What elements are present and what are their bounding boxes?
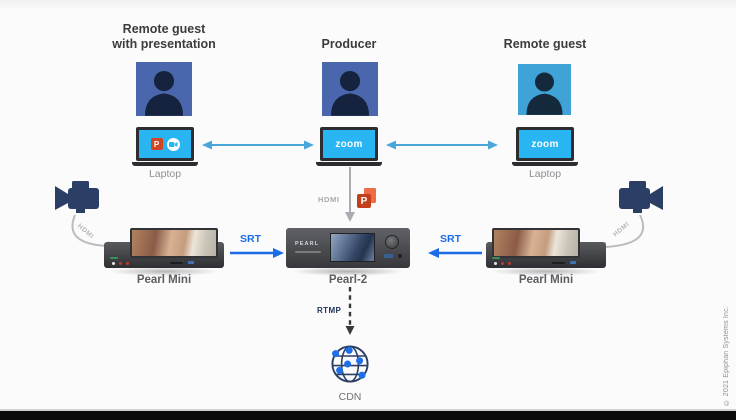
person-icon [526, 72, 563, 115]
device-button [501, 262, 504, 265]
epiphan-logo-mark [492, 256, 500, 259]
usb-port [188, 260, 194, 264]
srt-label-left: SRT [240, 233, 261, 245]
pearl-mini-left-label: Pearl Mini [136, 274, 192, 286]
avatar-remote-guest-presentation [136, 62, 192, 116]
powerpoint-icon-letter: P [357, 194, 371, 208]
usb-port [570, 260, 576, 264]
laptop-remote-guest-presentation: P [132, 127, 198, 166]
hdmi-down-arrow [345, 167, 355, 222]
usb-port [384, 254, 393, 258]
sd-card-slot [552, 261, 565, 264]
title-remote-guest: Remote guest [503, 37, 587, 51]
video-camera-icon-left [55, 181, 99, 213]
top-strip [0, 0, 736, 10]
device-button [494, 262, 497, 265]
title-remote-guest-presentation: Remote guest with presentation [94, 22, 234, 52]
title-line1: Remote guest [122, 22, 206, 36]
title-producer: Producer [321, 37, 377, 51]
laptop-screen: zoom [320, 127, 378, 161]
pearl-2-label: Pearl-2 [328, 274, 368, 286]
laptop-screen: P [136, 127, 194, 161]
title-line2: with presentation [112, 37, 216, 51]
device-screen [492, 228, 580, 258]
device-screen [130, 228, 218, 258]
audio-jack [398, 254, 402, 258]
device-shadow [490, 267, 602, 276]
cdn-label: CDN [338, 391, 362, 403]
bidirectional-arrow-left [202, 140, 314, 150]
zoom-logo: zoom [335, 138, 363, 150]
avatar-producer [322, 62, 378, 116]
pearl-2-device: PEARL [286, 228, 410, 276]
laptop-base [316, 162, 382, 166]
pearl-mini-right-label: Pearl Mini [518, 274, 574, 286]
video-camera-icon-right [619, 181, 663, 213]
powerpoint-mini-icon: P [150, 138, 163, 150]
device-shadow [291, 267, 405, 276]
powerpoint-icon: P [357, 188, 376, 209]
rtmp-dashed-arrow [345, 287, 355, 335]
cdn-globe-icon [331, 345, 369, 383]
bidirectional-arrow-right [386, 140, 498, 150]
device-screen [330, 233, 375, 262]
laptop-producer: zoom [316, 127, 382, 166]
device-knob [385, 235, 399, 249]
laptop-screen: zoom [516, 127, 574, 161]
sd-card-slot [170, 261, 183, 264]
device-button [119, 262, 122, 265]
laptop-label-right: Laptop [528, 168, 562, 180]
laptop-remote-guest: zoom [512, 127, 578, 166]
pearl-brand-text: PEARL [295, 241, 320, 247]
device-button [508, 262, 511, 265]
srt-arrow-right [428, 248, 482, 258]
hdmi-label-producer: HDMI [318, 195, 340, 204]
device-button [112, 262, 115, 265]
laptop-base [132, 162, 198, 166]
epiphan-logo-mark [295, 251, 321, 253]
copyright-text: © 2021 Epiphan Systems Inc. [723, 306, 730, 406]
pearl-mini-right-device [486, 228, 606, 276]
device-shadow [108, 267, 220, 276]
bottom-letterbox-bar [0, 409, 736, 420]
zoom-camera-icon [166, 137, 180, 151]
epiphan-logo-mark [110, 256, 118, 259]
person-icon [330, 70, 370, 116]
srt-label-right: SRT [440, 233, 461, 245]
zoom-logo: zoom [531, 138, 559, 150]
laptop-label-left: Laptop [148, 168, 182, 180]
laptop-base [512, 162, 578, 166]
pearl-mini-left-device [104, 228, 224, 276]
srt-arrow-left [230, 248, 284, 258]
avatar-remote-guest [518, 64, 571, 115]
rtmp-label: RTMP [317, 306, 342, 315]
person-icon [144, 70, 184, 116]
device-button [126, 262, 129, 265]
